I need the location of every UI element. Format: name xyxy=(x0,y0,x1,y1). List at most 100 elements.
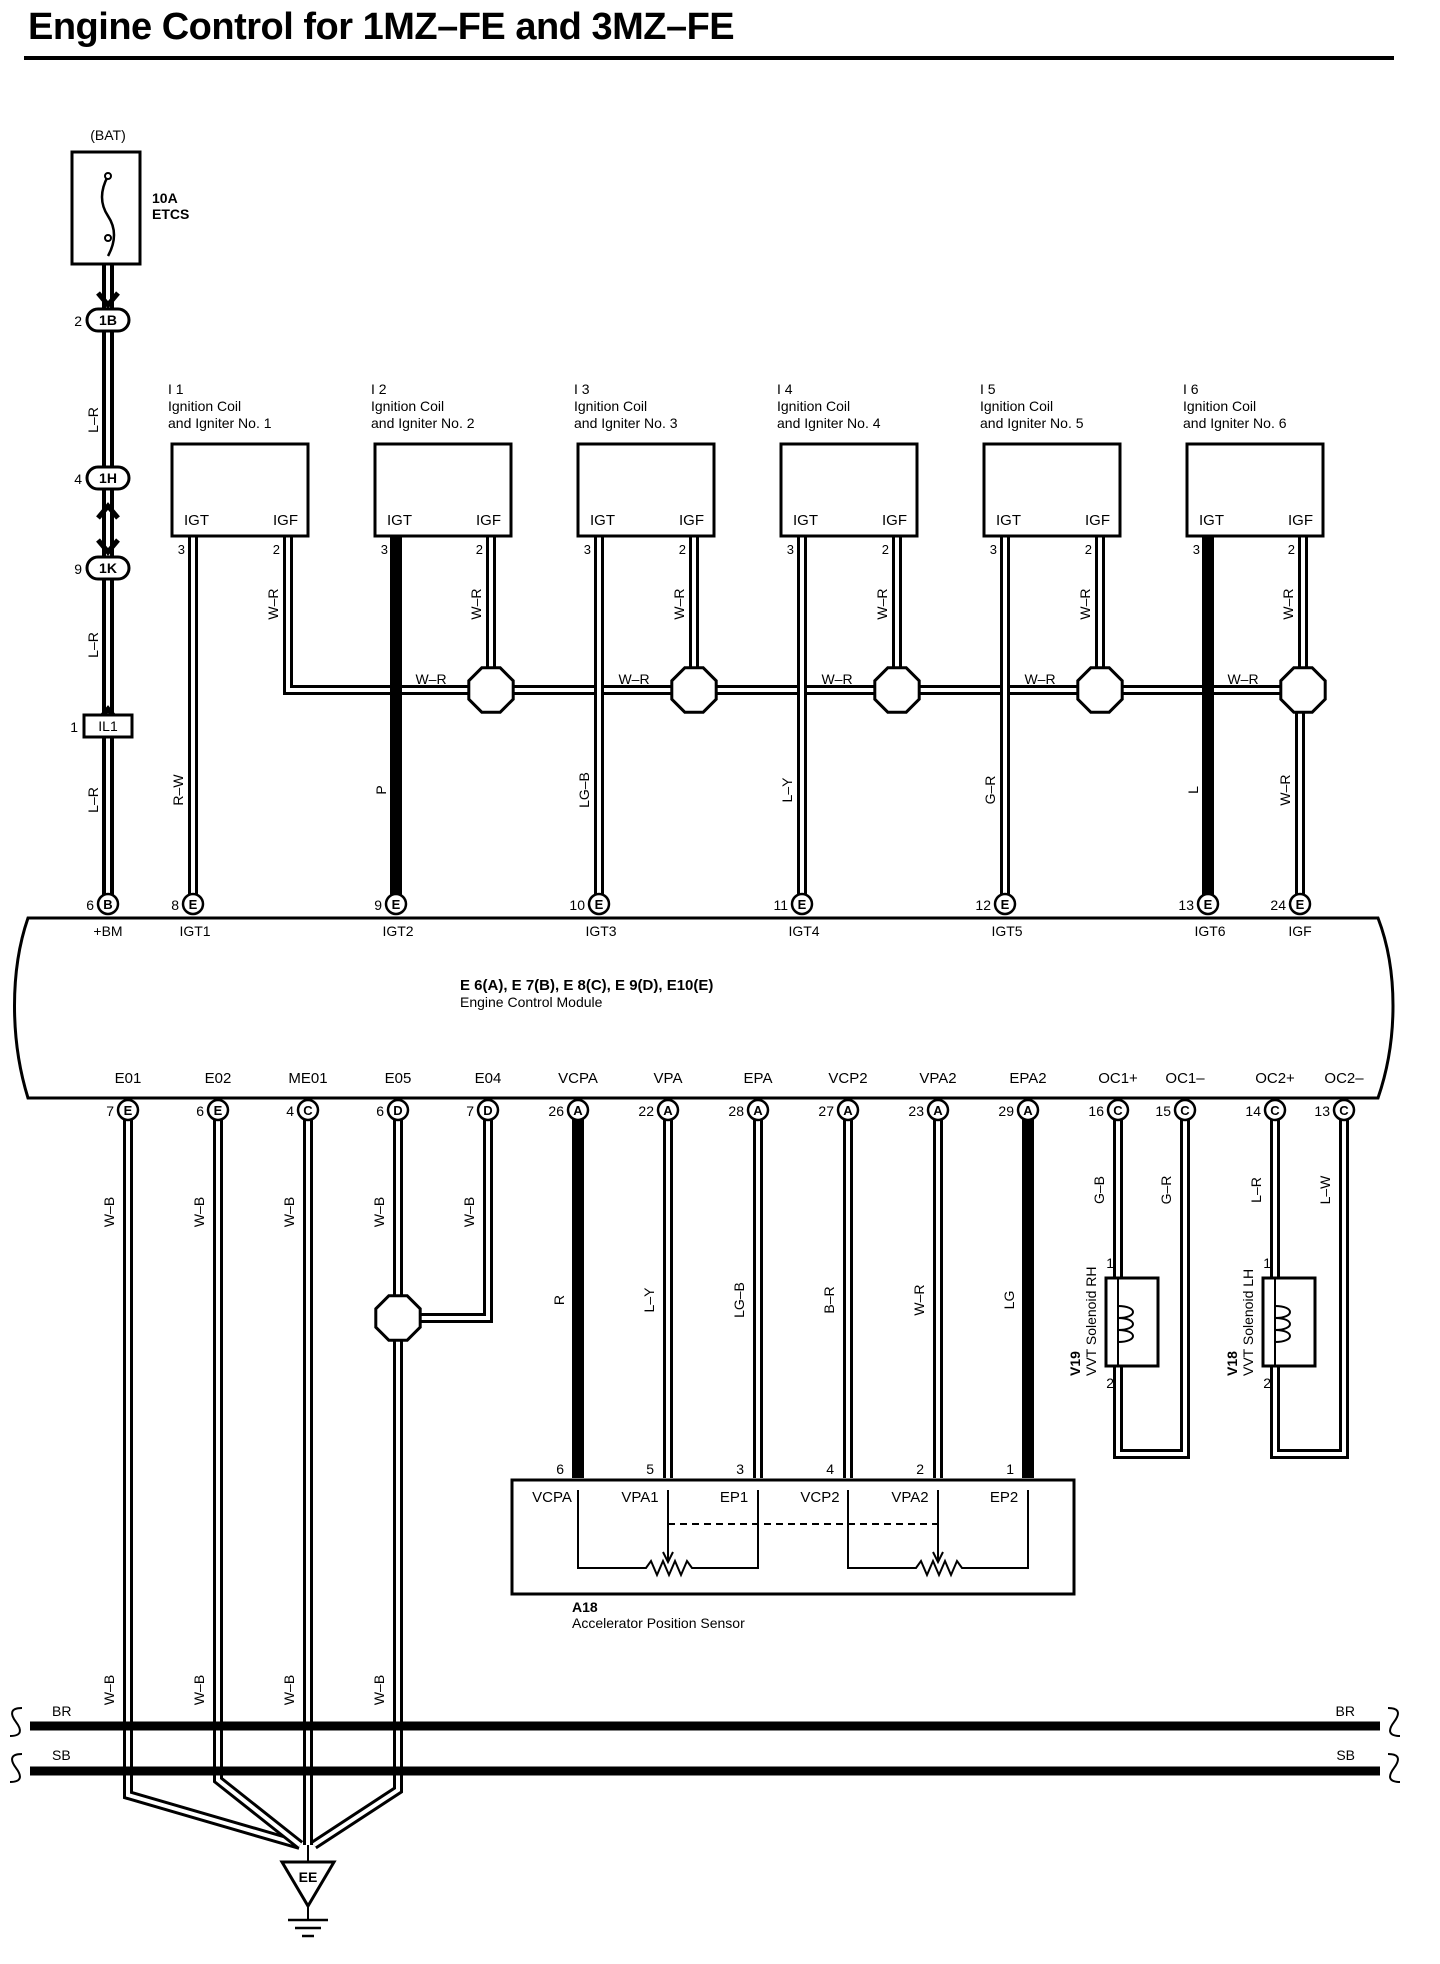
pin-number: 7 xyxy=(466,1103,474,1119)
ecm-connector xyxy=(1263,1098,1287,1122)
wire-color-label: R xyxy=(551,1295,567,1305)
pin-number: 13 xyxy=(1178,897,1194,913)
bus-label: BR xyxy=(1336,1703,1355,1719)
accelerator-position-sensor xyxy=(510,1478,1076,1596)
pin-number: 3 xyxy=(1193,542,1200,557)
pin-number: 16 xyxy=(1088,1103,1104,1119)
ground-label: EE xyxy=(299,1869,318,1885)
fuse-icon xyxy=(100,175,116,257)
pin-number: 4 xyxy=(286,1103,294,1119)
wire-color-label: L–R xyxy=(85,407,101,433)
coil-name: and Igniter No. 3 xyxy=(574,415,678,431)
aps-name: Accelerator Position Sensor xyxy=(572,1615,745,1631)
wire-color-label: L xyxy=(1185,786,1201,794)
wire-color-label: W–B xyxy=(371,1675,387,1705)
connector-1K-label: 1K xyxy=(99,560,117,576)
coil-terminal-igt: IGT xyxy=(1199,512,1224,529)
pin-number: 12 xyxy=(975,897,991,913)
coil-terminal-igf: IGF xyxy=(273,512,298,529)
ecm-terminal-label: OC1+ xyxy=(1098,1070,1138,1087)
coil-terminal-igt: IGT xyxy=(184,512,209,529)
ecm-connector-letter: C xyxy=(303,1103,313,1118)
pin-number: 2 xyxy=(679,542,686,557)
coil-name: and Igniter No. 2 xyxy=(371,415,475,431)
ecm-terminal-label: E05 xyxy=(385,1070,412,1087)
coil-terminal-igt: IGT xyxy=(387,512,412,529)
connector-pin: 1 xyxy=(70,719,78,735)
ignition-coil-4 xyxy=(779,442,919,538)
solenoid-id: V19 xyxy=(1067,1351,1083,1376)
ecm-connector xyxy=(1173,1098,1197,1122)
wire-color-label: W–B xyxy=(281,1675,297,1705)
coil-terminal-igf: IGF xyxy=(476,512,501,529)
pin-number: 13 xyxy=(1314,1103,1330,1119)
wire-color-label: LG–B xyxy=(731,1282,747,1318)
ecm-connector-letter: B xyxy=(103,897,112,912)
ecm-connector-letter: E xyxy=(595,897,604,912)
pin-number: 28 xyxy=(728,1103,744,1119)
coil-icon xyxy=(1117,1305,1134,1343)
pin-number: 6 xyxy=(376,1103,384,1119)
aps-terminal-label: VCP2 xyxy=(800,1489,839,1506)
pin-number: 3 xyxy=(584,542,591,557)
ecm-terminal-label: IGT4 xyxy=(788,923,819,939)
ignition-coil-1 xyxy=(170,442,310,538)
pin-number: 5 xyxy=(646,1461,654,1477)
igf-bus-wire xyxy=(283,536,1300,695)
ecm-terminal-label: IGT1 xyxy=(179,923,210,939)
connector-pin: 9 xyxy=(74,561,82,577)
pin-number: 3 xyxy=(381,542,388,557)
ground-wire-e02-core xyxy=(216,1110,302,1847)
coil-terminal-igt: IGT xyxy=(793,512,818,529)
pin-number: 3 xyxy=(736,1461,744,1477)
wire-color-label: W–R xyxy=(265,588,281,619)
wire-color-label: L–Y xyxy=(779,777,795,803)
ecm-terminal-label: VCPA xyxy=(558,1070,598,1087)
ecm-terminal-label: VPA xyxy=(654,1070,683,1087)
ecm-terminal-label: IGT5 xyxy=(991,923,1022,939)
coil-name: Ignition Coil xyxy=(980,398,1053,414)
connector-IL1-label: IL1 xyxy=(98,718,118,734)
vvt-solenoid-rh xyxy=(1104,1276,1160,1368)
coil-name: Ignition Coil xyxy=(574,398,647,414)
pin-number: 7 xyxy=(106,1103,114,1119)
ecm-terminal-label: EPA2 xyxy=(1009,1070,1046,1087)
pin-number: 9 xyxy=(374,897,382,913)
pin-number: 2 xyxy=(882,542,889,557)
coil-name: Ignition Coil xyxy=(371,398,444,414)
bus-wire-label: W–R xyxy=(821,671,852,687)
ecm-connector xyxy=(386,1098,410,1122)
ecm-connector xyxy=(790,892,814,916)
ecm-connector-letter: C xyxy=(1339,1103,1349,1118)
wire-color-label: W–B xyxy=(101,1197,117,1227)
pin-number: 26 xyxy=(548,1103,564,1119)
wire-color-label: W–B xyxy=(281,1197,297,1227)
ignition-coil-5 xyxy=(982,442,1122,538)
ecm-name: Engine Control Module xyxy=(460,994,603,1010)
ecm-connector-letter: D xyxy=(393,1103,402,1118)
coil-name: and Igniter No. 6 xyxy=(1183,415,1287,431)
ignition-coil-6 xyxy=(1185,442,1325,538)
wire-color-label: G–R xyxy=(982,776,998,805)
coil-terminal-igt: IGT xyxy=(590,512,615,529)
aps-terminal-label: VPA2 xyxy=(891,1489,928,1506)
ecm-connector xyxy=(384,892,408,916)
ecm-connector-letter: A xyxy=(573,1103,583,1118)
wire-color-label: G–B xyxy=(1091,1176,1107,1204)
wire-color-label: G–R xyxy=(1158,1176,1174,1205)
ecm-connector-letter: E xyxy=(1296,897,1305,912)
bus-wire-label: W–R xyxy=(1024,671,1055,687)
ground-wire-e01-core xyxy=(126,1110,301,1847)
pin-number: 4 xyxy=(826,1461,834,1477)
page-title: Engine Control for 1MZ–FE and 3MZ–FE xyxy=(28,6,735,48)
ecm-connector-letter: E xyxy=(124,1103,133,1118)
connector-1H xyxy=(85,465,131,491)
pin-number: 1 xyxy=(1106,1255,1114,1271)
coil-terminal-igf: IGF xyxy=(882,512,907,529)
oc1-loop-wire-core xyxy=(1116,1110,1187,1456)
coil-name: Ignition Coil xyxy=(1183,398,1256,414)
pin-number: 2 xyxy=(916,1461,924,1477)
ecm-terminal-label: OC1– xyxy=(1165,1070,1205,1087)
splice-junction xyxy=(374,1294,422,1342)
